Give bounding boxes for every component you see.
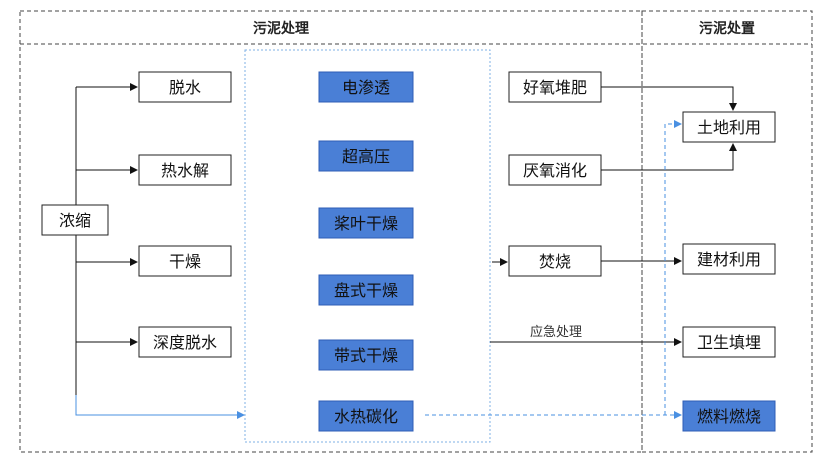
blue-arrow-to-drying-panel [75,395,245,419]
disposal-frame [641,10,813,453]
thickening-box [41,204,109,236]
electro-osmosis-box [318,71,414,103]
fuel-combustion-label: 燃料燃烧 [697,407,761,426]
disc-dryer-box [318,274,414,306]
dewatering-label: 脱水 [169,78,201,97]
land-use-box [682,111,776,143]
deep-dewatering-box [138,326,232,358]
thermal-hydrolysis-box [138,154,232,186]
anaerobic-digestion-box [508,154,602,186]
emergency-treatment-label: 应急处理 [530,324,582,340]
ultra-high-pressure-box [318,140,414,172]
incineration-box [508,245,602,277]
belt-dryer-label: 带式干燥 [334,346,398,365]
disc-dryer-label: 盘式干燥 [334,281,398,300]
anaerobic-digestion-label: 厌氧消化 [523,161,587,180]
belt-dryer-box [318,339,414,371]
land-use-label: 土地利用 [697,118,761,137]
dewatering-box [138,71,232,103]
carbonization-to-land-use-arrow [664,120,682,415]
deep-dewatering-label: 深度脱水 [153,333,217,352]
fuel-combustion-box [682,400,776,432]
sanitary-landfill-box [682,326,776,358]
incineration-label: 焚烧 [539,252,571,271]
electro-osmosis-label: 电渗透 [342,78,390,97]
paddle-dryer-label: 桨叶干燥 [334,214,398,233]
thermal-hydrolysis-label: 热水解 [161,161,209,180]
drying-tech-panel [244,49,491,443]
thickening-label: 浓缩 [59,211,91,230]
building-material-label: 建材利用 [697,250,761,269]
ultra-high-pressure-label: 超高压 [342,147,390,166]
hydrothermal-carbonization-box [318,400,414,432]
drying-label: 干燥 [169,252,201,271]
treatment-header: 污泥处理 [253,20,309,37]
aerobic-composting-label: 好氧堆肥 [523,78,587,97]
disposal-header: 污泥处置 [699,20,755,37]
hydrothermal-carbonization-label: 水热碳化 [334,407,398,426]
digestion-to-land-use-arrow [601,143,737,171]
composting-to-land-use-arrow [601,86,737,111]
building-material-box [682,243,776,275]
paddle-dryer-box [318,207,414,239]
sanitary-landfill-label: 卫生填埋 [697,333,761,352]
drying-box [138,245,232,277]
